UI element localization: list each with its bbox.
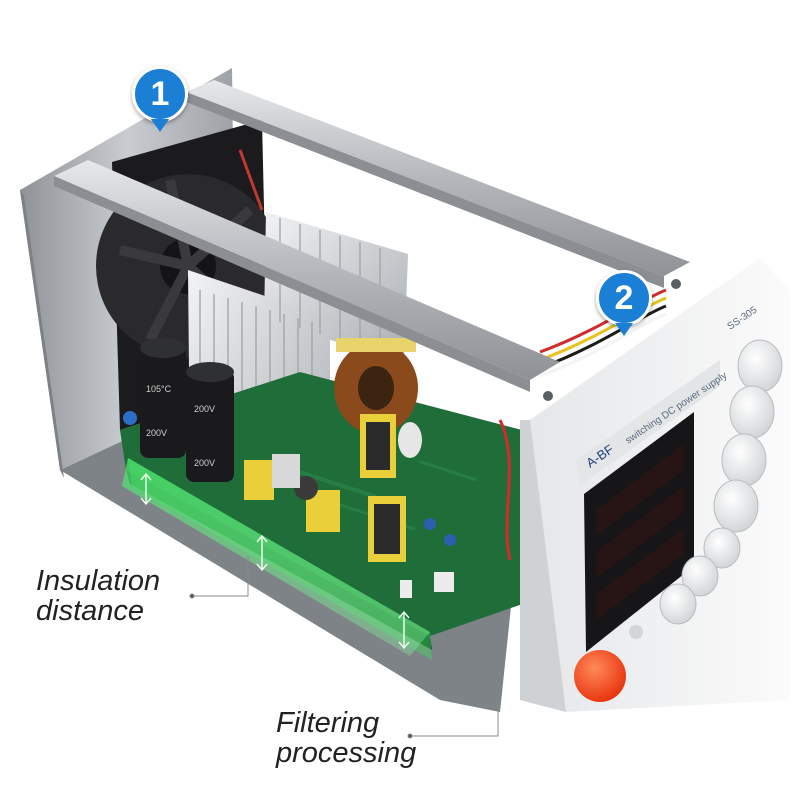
marker-1-badge: 1 (132, 66, 188, 132)
power-button (574, 650, 626, 702)
marker-1-number: 1 (150, 75, 170, 113)
control-knobs (713, 339, 783, 533)
top-rails (54, 80, 690, 401)
marker-2-number: 2 (614, 279, 634, 317)
transformer (244, 414, 406, 562)
small-components (123, 411, 456, 598)
capacitor-marking-4: 200V (194, 458, 215, 468)
filtering-label-line1: Filtering (276, 707, 380, 739)
insulation-distance-label: Insulation distance (36, 566, 160, 627)
insulation-highlight (122, 458, 432, 660)
filtering-label-line2: processing (276, 737, 417, 770)
insulation-label-line1: Insulation (36, 565, 161, 597)
electrolytic-capacitor: 105°C 200V 200V 200V (140, 338, 234, 482)
callout-leader-lines (189, 556, 499, 739)
capacitor-marking-2: 200V (146, 428, 167, 438)
insulation-label-line2: distance (36, 595, 145, 628)
marker-2-badge: 2 (596, 270, 652, 336)
capacitor-marking-3: 200V (194, 404, 215, 414)
front-panel: A-BF switching DC power supply SS-305 (520, 258, 790, 712)
filtering-processing-label: Filtering processing (276, 708, 416, 769)
toroid-inductor (334, 338, 418, 434)
output-terminals (629, 527, 741, 639)
capacitor-marking-1: 105°C (146, 384, 172, 394)
